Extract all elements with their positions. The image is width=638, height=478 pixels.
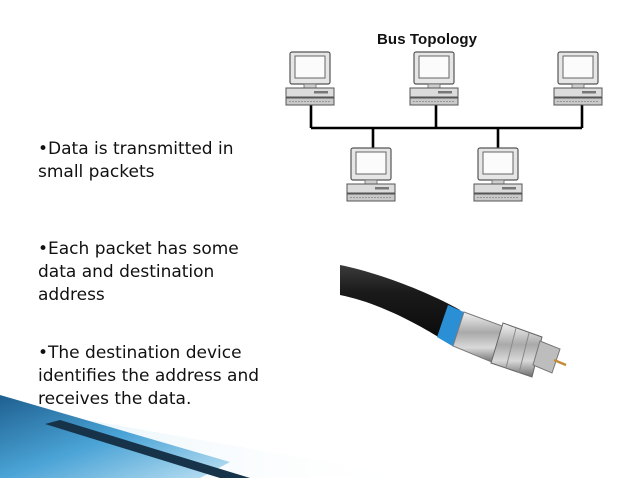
diagram-title: Bus Topology: [377, 31, 478, 48]
bus-line: [309, 104, 584, 148]
corner-dark-stripe: [45, 420, 250, 478]
bullet-text: •Each packet has some data and destinati…: [38, 239, 239, 305]
bullet-text: •Data is transmitted in small packets: [38, 139, 234, 182]
bullet-text: •The destination device identifies the a…: [38, 343, 260, 409]
